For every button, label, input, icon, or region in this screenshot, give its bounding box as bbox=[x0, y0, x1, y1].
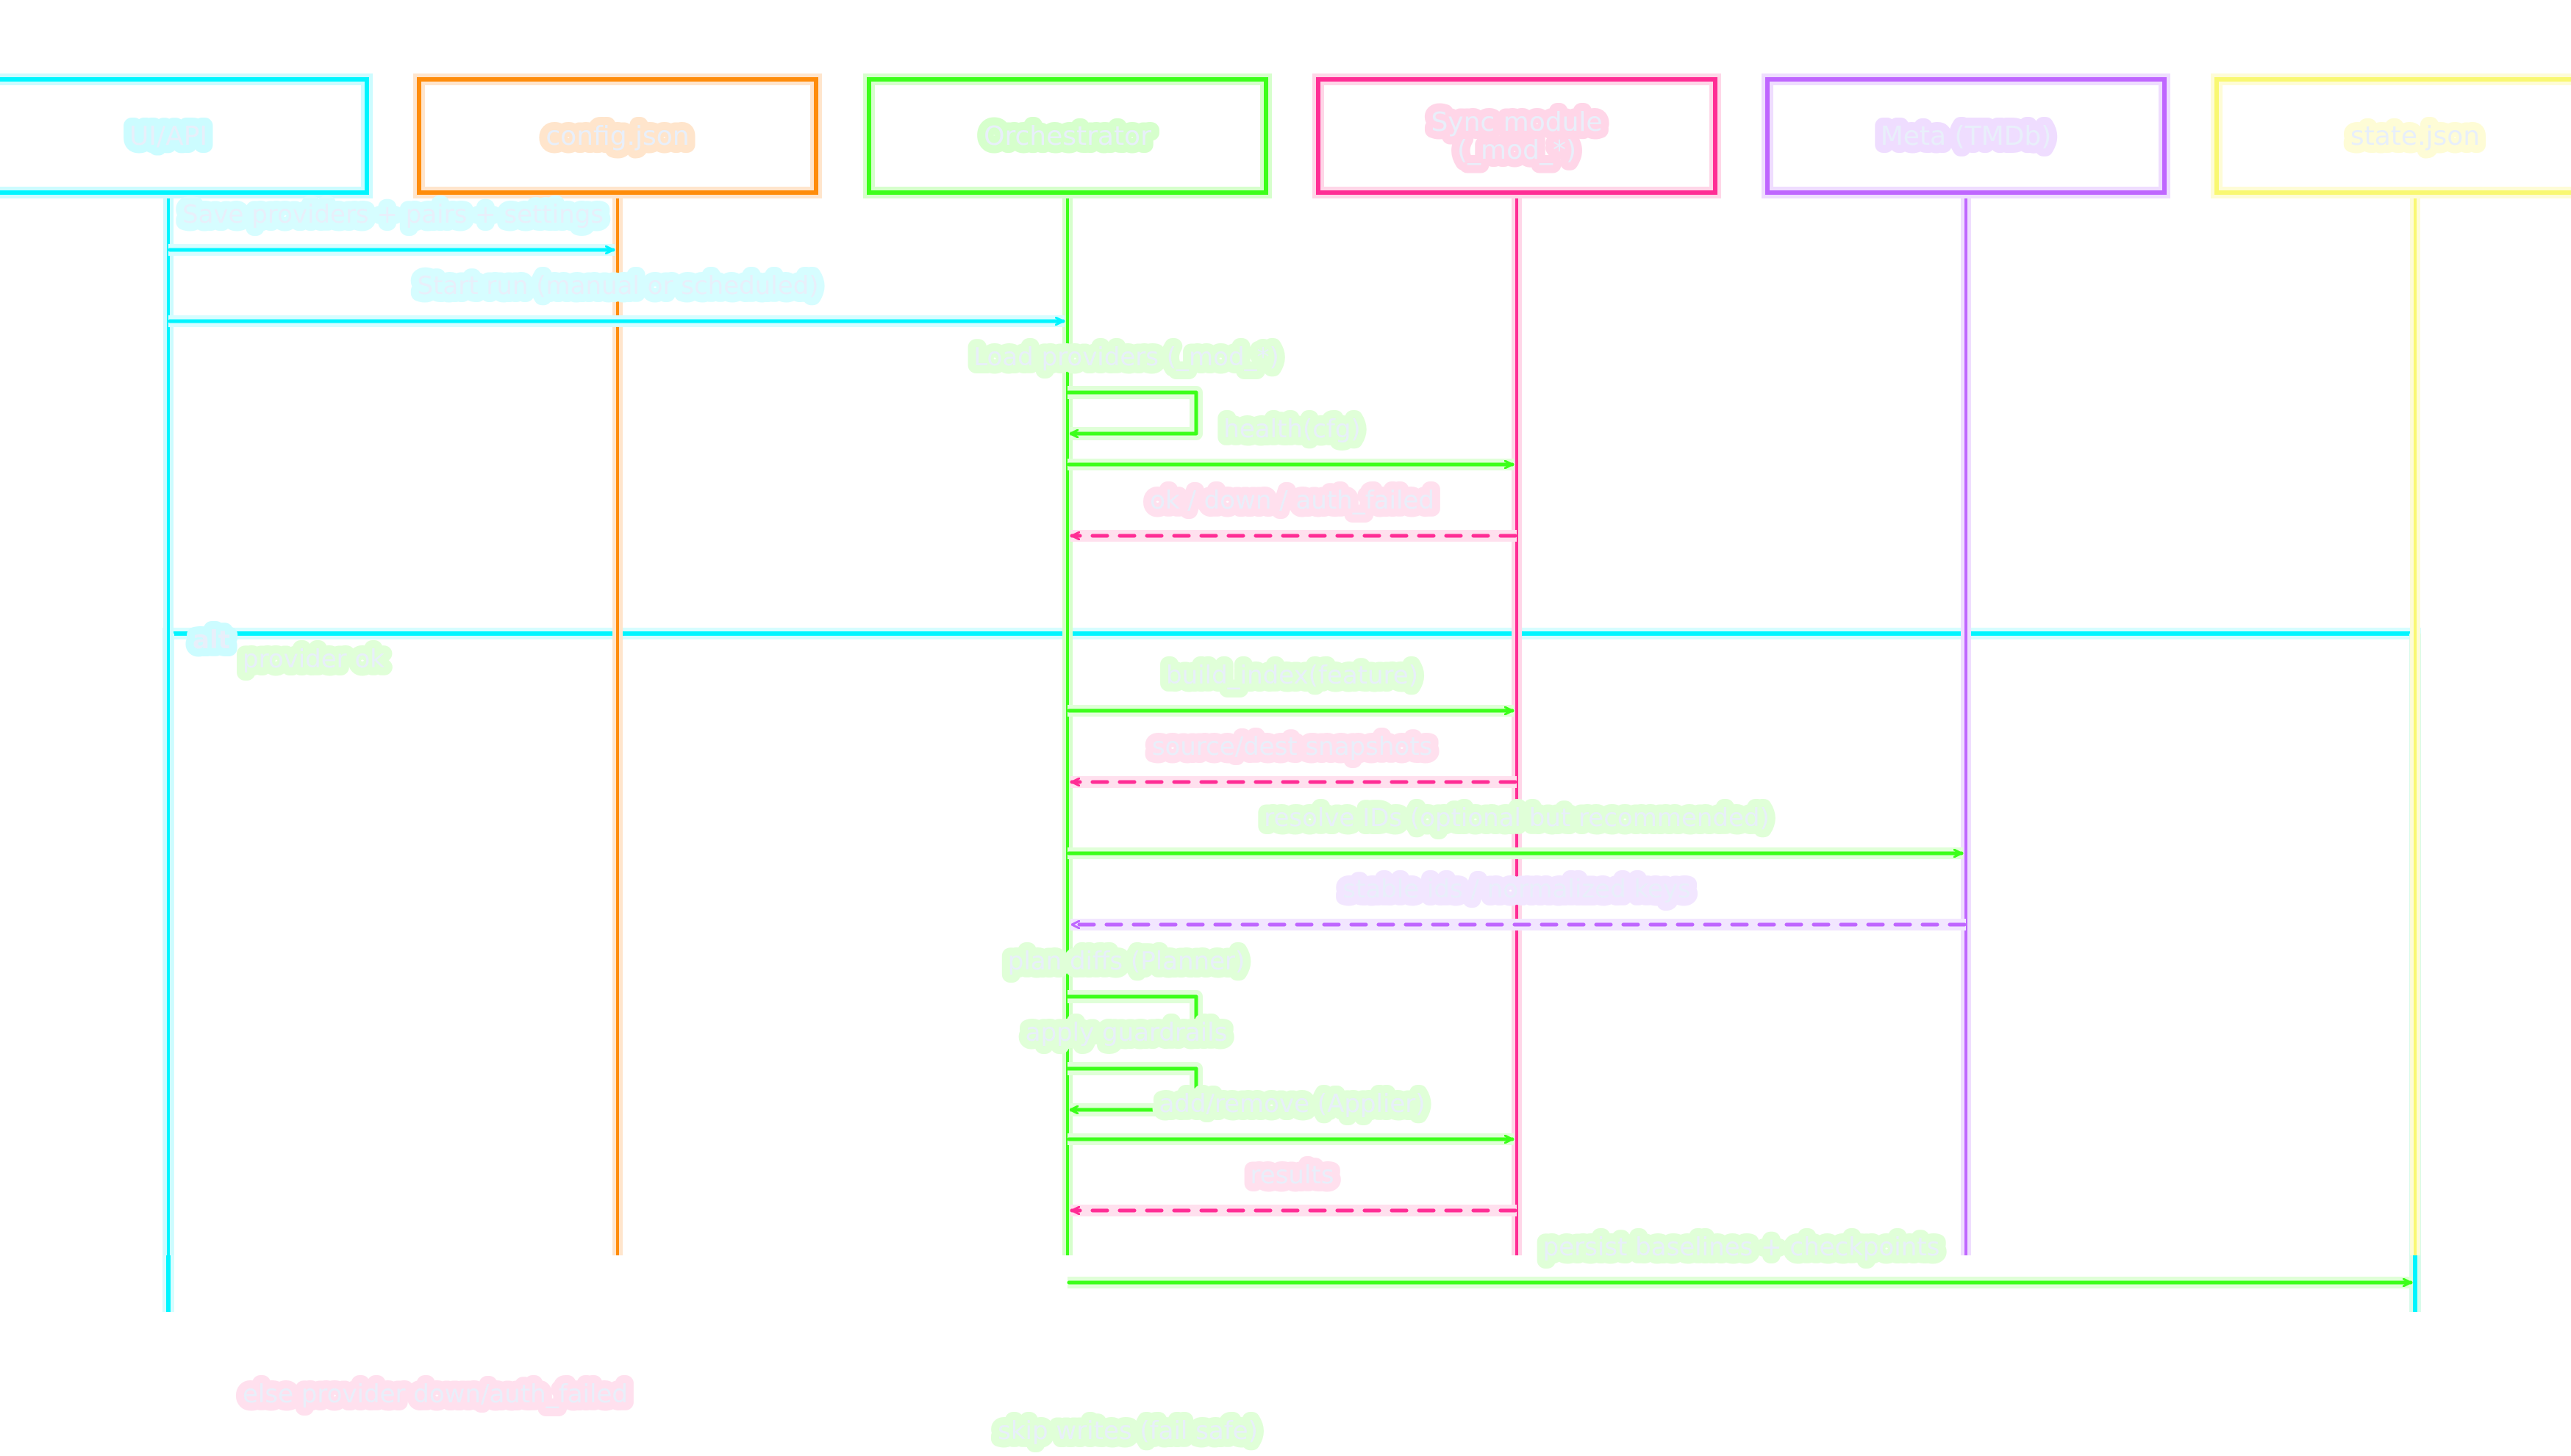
else-action: skip writes (fail safe) bbox=[998, 1416, 1258, 1446]
participant-label: UI/API bbox=[129, 121, 207, 151]
participant-box-fill bbox=[1324, 85, 1709, 187]
message-5[interactable]: ok / down / auth_failed bbox=[1070, 478, 1517, 542]
self-message-arrow bbox=[1068, 1066, 1198, 1110]
participant-label: config.json bbox=[546, 121, 689, 151]
message-label: source/dest snapshots bbox=[1152, 732, 1433, 761]
participant-label: state.json bbox=[2350, 121, 2480, 151]
message-label: health(cfg) bbox=[1223, 415, 1360, 444]
participant-box bbox=[1765, 77, 2167, 195]
participant-label: Sync module bbox=[1431, 107, 1602, 137]
participant-box bbox=[0, 77, 369, 195]
participant-box-fill bbox=[875, 85, 1260, 187]
participant-label: (_mod_*) bbox=[1457, 135, 1576, 165]
participant-box-fill bbox=[0, 85, 361, 187]
self-message-arrow bbox=[1068, 994, 1198, 1038]
message-label: resolve IDs (optional but recommended) bbox=[1264, 803, 1770, 833]
message-14[interactable]: persist baselines + checkpoints bbox=[1067, 1224, 2413, 1288]
lifelines-layer bbox=[163, 193, 2420, 1255]
participants-layer: UI/API config.json Orchestrator Sync module… bbox=[0, 73, 2571, 198]
message-label: persist baselines + checkpoints bbox=[1543, 1233, 1940, 1262]
message-13[interactable]: results bbox=[1070, 1152, 1517, 1216]
alt-condition: provider ok bbox=[243, 645, 385, 674]
message-label: Load providers (_mod_*) bbox=[973, 343, 1279, 372]
message-label: stable ids / normalized keys bbox=[1342, 875, 1690, 904]
participant-box-fill bbox=[425, 85, 810, 187]
message-label: plan diffs (Planner) bbox=[1008, 947, 1245, 976]
self-message-arrow bbox=[1068, 390, 1198, 434]
message-label: Save providers + pairs + settings bbox=[182, 200, 604, 229]
participant-state[interactable]: state.json bbox=[2211, 73, 2571, 198]
participant-config[interactable]: config.json bbox=[413, 73, 822, 198]
self-message-halo bbox=[1068, 386, 1203, 440]
message-label: ok / down / auth_failed bbox=[1150, 486, 1434, 515]
message-label: Start run (manual or scheduled) bbox=[418, 271, 819, 301]
message-label: results bbox=[1251, 1161, 1334, 1190]
message-1[interactable]: Save providers + pairs + settings bbox=[168, 192, 615, 256]
message-7[interactable]: source/dest snapshots bbox=[1070, 724, 1517, 788]
participant-box bbox=[867, 77, 1268, 195]
participant-box-fill bbox=[2223, 85, 2571, 187]
participant-box bbox=[2214, 77, 2571, 195]
participant-ui[interactable]: UI/API bbox=[0, 73, 373, 198]
participant-box bbox=[417, 77, 818, 195]
message-label: add/remove (Applier) bbox=[1159, 1089, 1425, 1119]
participant-box bbox=[1316, 77, 1717, 195]
participant-label: Meta (TMDb) bbox=[1881, 121, 2052, 151]
else-condition: else provider down/auth_failed bbox=[243, 1380, 628, 1409]
message-label: apply guardrails bbox=[1026, 1018, 1228, 1047]
message-6[interactable]: build_index(feature) bbox=[1067, 653, 1515, 717]
participant-meta[interactable]: Meta (TMDb) bbox=[1762, 73, 2170, 198]
participant-sync[interactable]: Sync module(_mod_*) bbox=[1312, 73, 1721, 198]
participant-orch[interactable]: Orchestrator bbox=[863, 73, 1272, 198]
participant-box-fill bbox=[1773, 85, 2159, 187]
participant-label: Orchestrator bbox=[984, 121, 1151, 151]
alt-keyword: alt bbox=[193, 625, 230, 655]
message-label: build_index(feature) bbox=[1166, 661, 1418, 690]
